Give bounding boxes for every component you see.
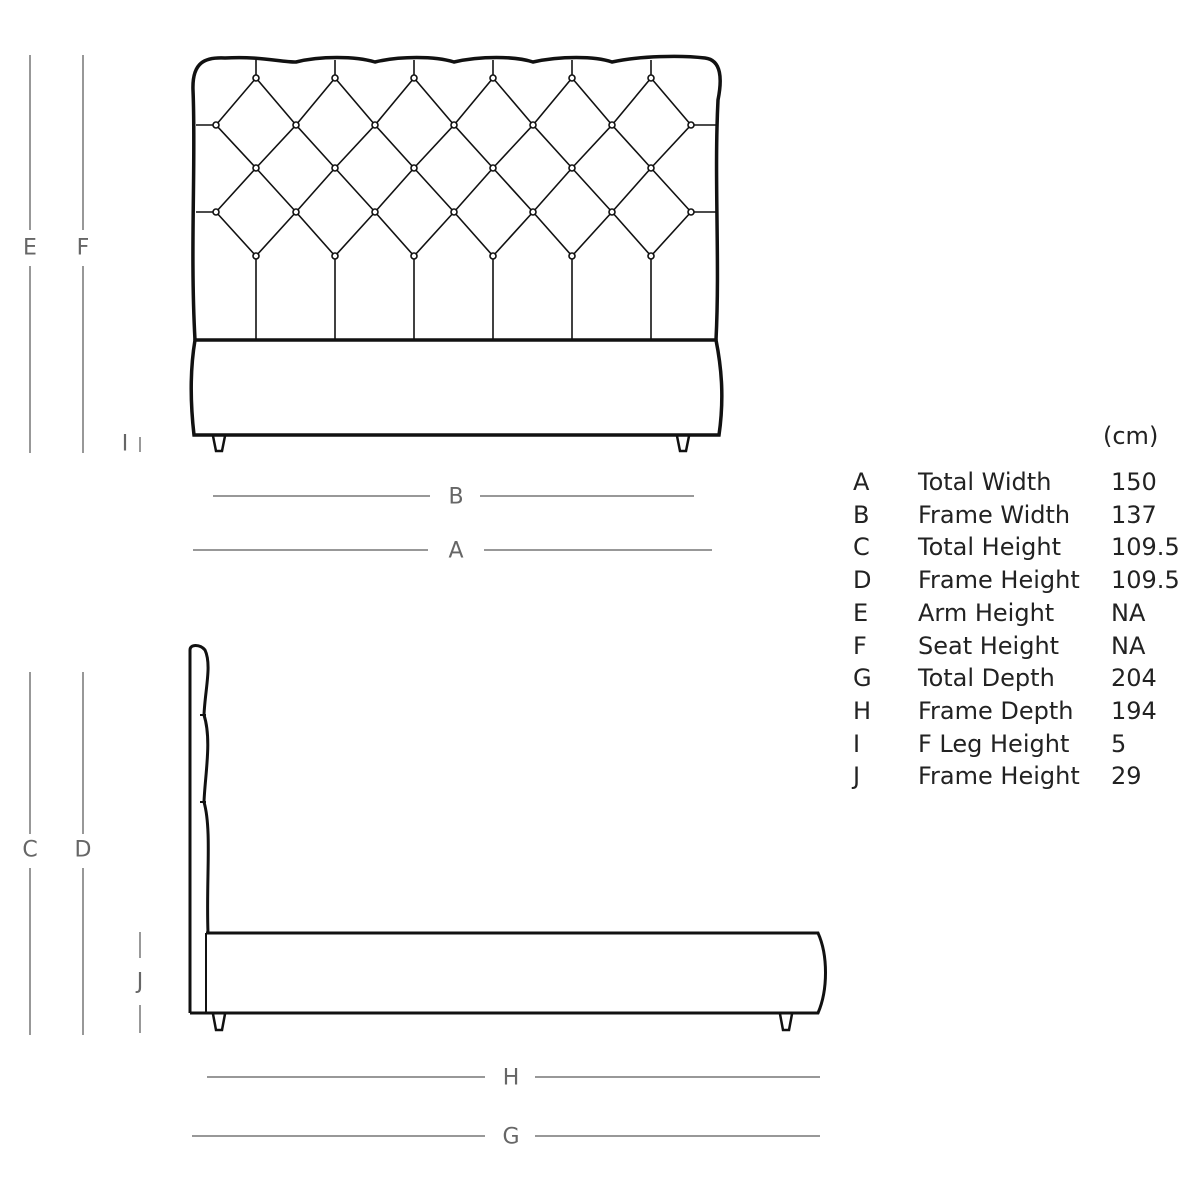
dimension-name: Seat Height: [918, 631, 1060, 660]
tuft-button: [647, 74, 655, 82]
dim-label-f: F: [77, 236, 90, 261]
side-base: [190, 931, 827, 1015]
tuft-button: [212, 121, 220, 129]
tuft-button: [647, 252, 655, 260]
dim-label-j: J: [135, 970, 144, 995]
dimension-value: 150: [1111, 468, 1157, 496]
side-view: [188, 644, 827, 1032]
dim-label-i: I: [122, 432, 129, 457]
dimension-key: B: [853, 500, 870, 529]
tuft-button: [292, 208, 300, 216]
leg-left: [211, 435, 227, 453]
dim-label-d: D: [75, 838, 92, 863]
tuft-button: [529, 121, 537, 129]
tuft-button: [687, 208, 695, 216]
tuft-button: [489, 74, 497, 82]
dimension-value: NA: [1111, 631, 1146, 660]
tuft-button: [252, 74, 260, 82]
dimension-lines: [29, 55, 820, 1137]
dimension-key: E: [853, 598, 869, 627]
dimension-name: F Leg Height: [918, 729, 1070, 758]
dimension-name: Total Width: [918, 468, 1052, 496]
front-view: [189, 54, 724, 453]
base-outline: [189, 338, 724, 437]
tuft-button: [647, 164, 655, 172]
tuft-button: [489, 164, 497, 172]
dimension-key: A: [853, 468, 870, 496]
dimension-name: Frame Width: [918, 500, 1071, 529]
tuft-button: [331, 164, 339, 172]
dimension-letters: E F I B A C D J H G: [22, 236, 519, 1150]
tuft-button: [410, 164, 418, 172]
tuft-button: [608, 121, 616, 129]
tuft-button: [568, 74, 576, 82]
tuft-button: [292, 121, 300, 129]
tuft-button: [371, 121, 379, 129]
dim-label-b: B: [448, 485, 463, 510]
dimension-value: NA: [1111, 598, 1146, 627]
tuft-button: [568, 164, 576, 172]
dimension-value: 109.5: [1111, 533, 1180, 562]
tufting-pattern: [196, 60, 716, 340]
dimension-value: 109.5: [1111, 566, 1180, 595]
headboard-outline: [191, 54, 722, 341]
tuft-button: [608, 208, 616, 216]
dimension-key: H: [853, 696, 872, 725]
dimension-value: 137: [1111, 500, 1157, 529]
tuft-button: [252, 164, 260, 172]
dimension-name: Total Height: [918, 533, 1062, 562]
tuft-button: [410, 252, 418, 260]
tuft-button: [568, 252, 576, 260]
tuft-button: [252, 252, 260, 260]
tuft-button: [450, 121, 458, 129]
side-leg-right: [778, 1013, 794, 1032]
dim-label-e: E: [23, 236, 37, 261]
tuft-button: [371, 208, 379, 216]
dim-label-h: H: [503, 1066, 520, 1091]
dimension-name: Total Depth: [918, 664, 1055, 693]
tuft-button: [331, 252, 339, 260]
tuft-button: [331, 74, 339, 82]
tuft-button: [212, 208, 220, 216]
tuft-button: [410, 74, 418, 82]
dim-label-c: C: [22, 838, 37, 863]
side-leg-left: [211, 1013, 227, 1032]
dimension-name: Frame Depth: [918, 696, 1074, 725]
tuft-button: [450, 208, 458, 216]
dimension-name: Frame Height: [918, 762, 1080, 791]
dim-label-g: G: [502, 1125, 519, 1150]
dimension-key: F: [853, 631, 867, 660]
dimension-key: C: [853, 533, 870, 562]
dimension-key: G: [853, 664, 872, 693]
unit-label: (cm): [1103, 422, 1159, 450]
dimension-key: D: [853, 566, 872, 595]
dim-label-a: A: [448, 539, 463, 564]
dimension-key: I: [853, 729, 861, 758]
side-headboard: [188, 644, 210, 1013]
leg-right: [675, 435, 691, 453]
dimension-value: 204: [1111, 664, 1157, 693]
dimension-value: 5: [1111, 729, 1127, 758]
dimension-value: 194: [1111, 696, 1157, 725]
dimension-value: 29: [1111, 762, 1142, 791]
dimension-name: Frame Height: [918, 566, 1080, 595]
tuft-button: [529, 208, 537, 216]
tuft-button: [687, 121, 695, 129]
tuft-button: [489, 252, 497, 260]
dimension-name: Arm Height: [918, 598, 1055, 627]
dimension-key: J: [853, 762, 861, 791]
